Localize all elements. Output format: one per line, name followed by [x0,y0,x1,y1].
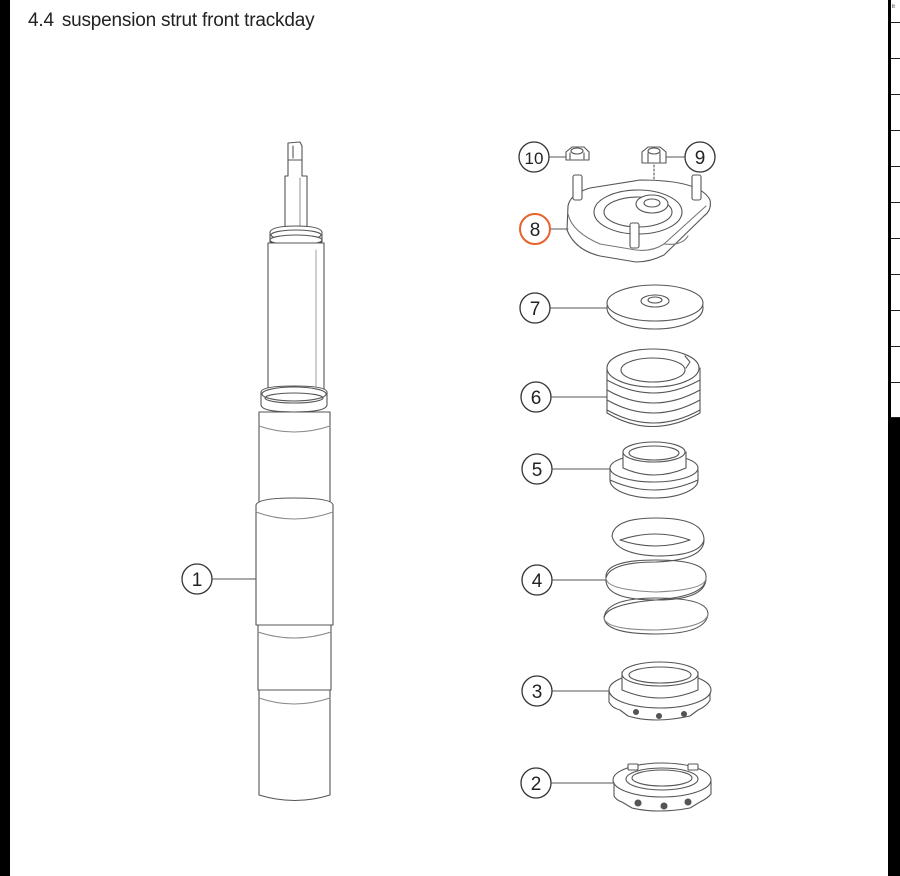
diagram-page: 4.4 suspension strut front trackday [10,0,888,876]
callout-5[interactable]: 5 [521,453,611,485]
lock-ring-drawing [612,762,712,812]
callout-6-label: 6 [531,388,542,409]
bump-stop-drawing [606,348,701,427]
callout-10[interactable]: 10 [518,141,567,173]
callout-8[interactable]: 8 [519,213,569,245]
callout-4[interactable]: 4 [521,564,607,596]
callout-3[interactable]: 3 [521,675,610,707]
callout-5-label: 5 [532,460,543,481]
callout-9-label: 9 [695,148,706,169]
callout-4-label: 4 [532,571,543,592]
section-title: suspension strut front trackday [61,10,315,31]
callout-8-label: 8 [530,220,541,241]
upper-spring-seat-drawing [609,441,699,499]
parts-list-header: It [892,4,895,10]
coil-spring-drawing [603,517,709,635]
callout-10-label: 10 [525,149,544,168]
callout-3-label: 3 [532,682,543,703]
callout-1[interactable]: 1 [181,563,257,595]
callout-2[interactable]: 2 [520,767,615,799]
callout-7-label: 7 [530,299,541,320]
callout-7[interactable]: 7 [519,292,608,324]
callout-6[interactable]: 6 [520,381,608,413]
center-nut-drawing [641,146,667,197]
stud-nut-drawing [565,146,590,161]
exploded-parts-diagram: 1 2 3 4 5 6 7 [181,141,716,812]
callout-9[interactable]: 9 [665,141,716,173]
callout-1-label: 1 [192,570,203,591]
section-number: 4.4 [28,10,54,31]
adjustable-seat-drawing [608,661,712,721]
page-title: 4.4 suspension strut front trackday [28,10,315,32]
parts-list-panel: It [891,0,900,418]
top-washer-drawing [606,284,704,330]
shock-absorber-drawing [255,141,334,801]
top-mount-drawing [566,174,711,263]
callout-2-label: 2 [531,774,542,795]
